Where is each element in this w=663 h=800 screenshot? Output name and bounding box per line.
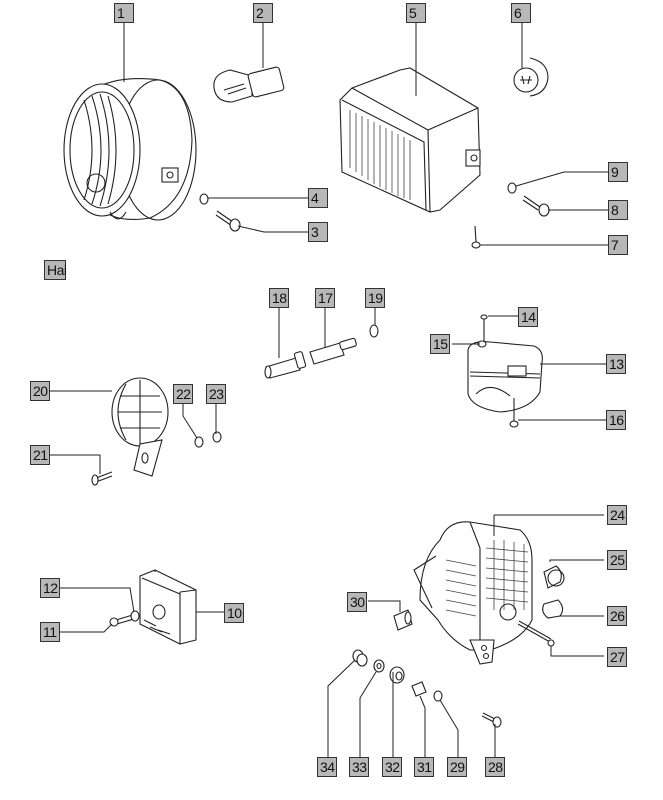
part-30-spacer-drawing — [393, 609, 413, 631]
callout-13[interactable]: 13 — [606, 354, 626, 374]
part-17-18-19-drawing — [264, 324, 379, 379]
callout-29[interactable]: 29 — [447, 757, 467, 777]
part-25-26-27-drawing — [517, 565, 565, 647]
part-6-bulb-socket-drawing — [513, 57, 549, 97]
callout-7[interactable]: 7 — [608, 235, 628, 255]
side-tag-label: Hai — [44, 260, 67, 280]
part-7-8-9-fasteners-drawing — [471, 182, 550, 249]
part-10-regulator-drawing — [139, 569, 197, 645]
callout-28[interactable]: 28 — [485, 757, 505, 777]
callout-26[interactable]: 26 — [607, 606, 627, 626]
callout-17[interactable]: 17 — [315, 288, 335, 308]
callout-32[interactable]: 32 — [382, 757, 402, 777]
part-13-handlebar-switch-drawing — [467, 314, 543, 428]
callout-25[interactable]: 25 — [607, 550, 627, 570]
callout-6[interactable]: 6 — [511, 3, 531, 23]
callout-30[interactable]: 30 — [347, 592, 367, 612]
callout-10[interactable]: 10 — [224, 603, 244, 623]
callout-18[interactable]: 18 — [269, 288, 289, 308]
callout-23[interactable]: 23 — [206, 384, 226, 404]
callout-3[interactable]: 3 — [308, 222, 328, 242]
callout-34[interactable]: 34 — [317, 757, 337, 777]
callout-1[interactable]: 1 — [114, 3, 134, 23]
part-1-headlight-drawing — [63, 78, 197, 221]
callout-33[interactable]: 33 — [349, 757, 369, 777]
part-2-bulb-drawing — [213, 66, 285, 103]
leader-lines — [50, 22, 608, 757]
callout-15[interactable]: 15 — [430, 334, 450, 354]
callout-22[interactable]: 22 — [173, 384, 193, 404]
part-3-4-fasteners-drawing — [199, 193, 241, 232]
callout-20[interactable]: 20 — [30, 381, 50, 401]
callout-21[interactable]: 21 — [30, 445, 50, 465]
callout-11[interactable]: 11 — [40, 622, 60, 642]
callout-27[interactable]: 27 — [607, 647, 627, 667]
callout-31[interactable]: 31 — [414, 757, 434, 777]
callout-24[interactable]: 24 — [607, 505, 627, 525]
part-5-rectangular-headlight-drawing — [339, 67, 481, 213]
callout-4[interactable]: 4 — [308, 188, 328, 208]
part-24-tail-light-drawing — [413, 521, 533, 665]
callout-9[interactable]: 9 — [608, 162, 628, 182]
part-20-horn-drawing — [111, 377, 169, 477]
part-11-12-drawing — [109, 610, 140, 627]
callout-12[interactable]: 12 — [40, 578, 60, 598]
callout-8[interactable]: 8 — [608, 200, 628, 220]
callout-16[interactable]: 16 — [606, 410, 626, 430]
callout-19[interactable]: 19 — [365, 288, 385, 308]
callout-5[interactable]: 5 — [406, 3, 426, 23]
callout-2[interactable]: 2 — [253, 3, 273, 23]
part-21-22-23-drawing — [91, 431, 222, 486]
callout-14[interactable]: 14 — [518, 307, 538, 327]
